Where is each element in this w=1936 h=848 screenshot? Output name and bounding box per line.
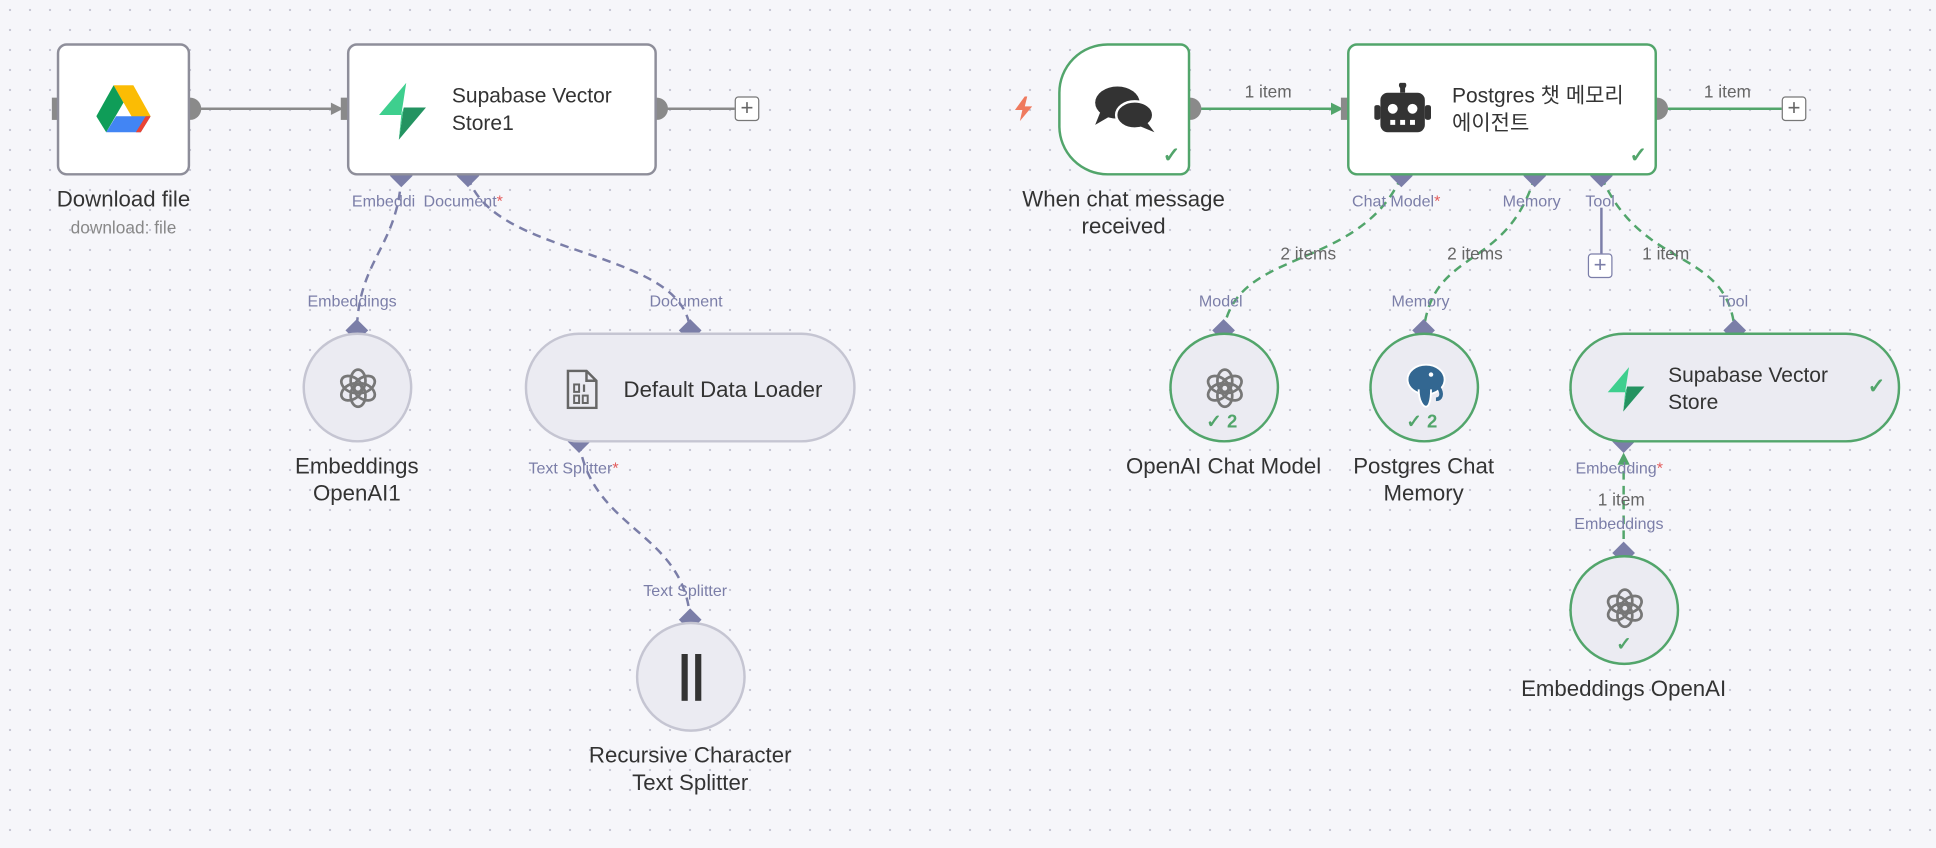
node-embeddings-openai1[interactable] — [302, 332, 413, 443]
port-label-memory: Memory — [1502, 191, 1561, 211]
node-title: Embeddings OpenAI1 — [295, 453, 419, 506]
port-label-embeddings-out: Embeddings — [307, 291, 397, 311]
node-title: OpenAI Chat Model — [1125, 453, 1322, 479]
node-title: Supabase Vector Store — [1668, 363, 1828, 415]
chat-bubbles-icon — [1095, 86, 1155, 133]
port-label-document-out: Document — [649, 291, 723, 311]
node-download-file[interactable] — [56, 43, 191, 176]
connection-loader-to-store1 — [466, 176, 692, 332]
edge-label: 1 item — [1244, 81, 1292, 102]
connection-arrowhead — [1331, 102, 1344, 115]
node-title: Recursive Character Text Splitter — [588, 742, 792, 795]
port-label-model-out: Model — [1198, 291, 1243, 311]
success-check-icon: ✓ — [1867, 374, 1886, 399]
node-title: Default Data Loader — [623, 377, 823, 402]
node-agent[interactable]: Postgres 챗 메모리 에이전트 ✓ — [1347, 43, 1657, 176]
run-count-badge: ✓ 2 — [1206, 411, 1238, 433]
openai-icon — [1206, 368, 1243, 409]
connection-arrowhead — [1617, 452, 1630, 465]
edge-label: 2 items — [1280, 243, 1337, 264]
openai-icon — [1606, 588, 1643, 629]
node-title: Postgres Chat Memory — [1353, 453, 1495, 506]
trigger-bolt-icon — [1014, 96, 1033, 122]
node-chat-trigger[interactable]: ✓ — [1058, 43, 1191, 176]
node-supabase-vector-store1[interactable]: Supabase Vector Store1 — [346, 43, 657, 176]
node-postgres-chat-memory[interactable]: ✓ 2 — [1369, 332, 1480, 443]
node-title: Supabase Vector Store1 — [451, 84, 612, 135]
connection-arrowhead — [330, 102, 344, 115]
postgres-icon — [1406, 363, 1446, 408]
port-label-tool-out: Tool — [1718, 291, 1749, 311]
openai-icon — [339, 368, 377, 409]
port-label-document: Document* — [423, 191, 503, 211]
success-check-icon: ✓ — [1162, 143, 1181, 167]
success-check-icon: ✓ — [1616, 634, 1632, 656]
port-label-embeddings-out: Embeddings — [1574, 514, 1664, 533]
edge-label: 2 items — [1447, 243, 1503, 264]
input-port — [340, 97, 351, 120]
input-port — [1340, 97, 1351, 120]
port-label-text-splitter-out: Text Splitter — [643, 581, 728, 600]
node-embeddings-openai[interactable]: ✓ — [1569, 555, 1680, 666]
node-title: Download file — [56, 186, 191, 212]
input-port — [51, 97, 62, 120]
node-openai-chat-model[interactable]: ✓ 2 — [1169, 332, 1280, 443]
port-label-memory-out: Memory — [1391, 291, 1450, 311]
port-label-chat-model: Chat Model* — [1351, 191, 1441, 211]
edge-label: 1 item — [1597, 489, 1645, 510]
connection-chatmodel-to-agent — [1222, 176, 1403, 332]
port-label-embeddings: Embeddi — [351, 191, 416, 211]
node-subtitle: download: file — [70, 217, 177, 238]
connection-tool-to-agent — [1600, 176, 1736, 332]
robot-icon — [1374, 82, 1432, 133]
node-supabase-vector-store[interactable]: Supabase Vector Store ✓ — [1569, 332, 1901, 443]
add-tool-button[interactable]: + — [1587, 253, 1613, 279]
connection-splitter-to-loader — [577, 442, 692, 621]
node-recursive-text-splitter[interactable] — [635, 621, 746, 732]
document-icon — [566, 369, 598, 410]
edge-label: 1 item — [1703, 81, 1751, 102]
port-label-embedding: Embedding* — [1575, 458, 1663, 478]
add-node-button[interactable]: + — [1781, 96, 1807, 122]
node-title: When chat message received — [1022, 186, 1225, 239]
google-drive-icon — [96, 85, 151, 133]
connection-embeddings1-to-store1 — [355, 176, 403, 332]
node-default-data-loader[interactable]: Default Data Loader — [524, 332, 856, 443]
port-label-text-splitter-in: Text Splitter* — [528, 458, 619, 478]
success-check-icon: ✓ — [1629, 143, 1648, 167]
supabase-icon — [1607, 367, 1645, 412]
port-label-tool: Tool — [1585, 191, 1615, 211]
splitter-icon — [681, 653, 702, 701]
add-node-button[interactable]: + — [734, 96, 760, 122]
supabase-icon — [379, 82, 426, 140]
connection-memory-to-agent — [1422, 176, 1536, 332]
edge-label: 1 item — [1642, 243, 1690, 264]
node-title: Embeddings OpenAI — [1521, 676, 1727, 701]
run-count-badge: ✓ 2 — [1406, 411, 1438, 433]
node-title: Postgres 챗 메모리 에이전트 — [1452, 84, 1624, 135]
